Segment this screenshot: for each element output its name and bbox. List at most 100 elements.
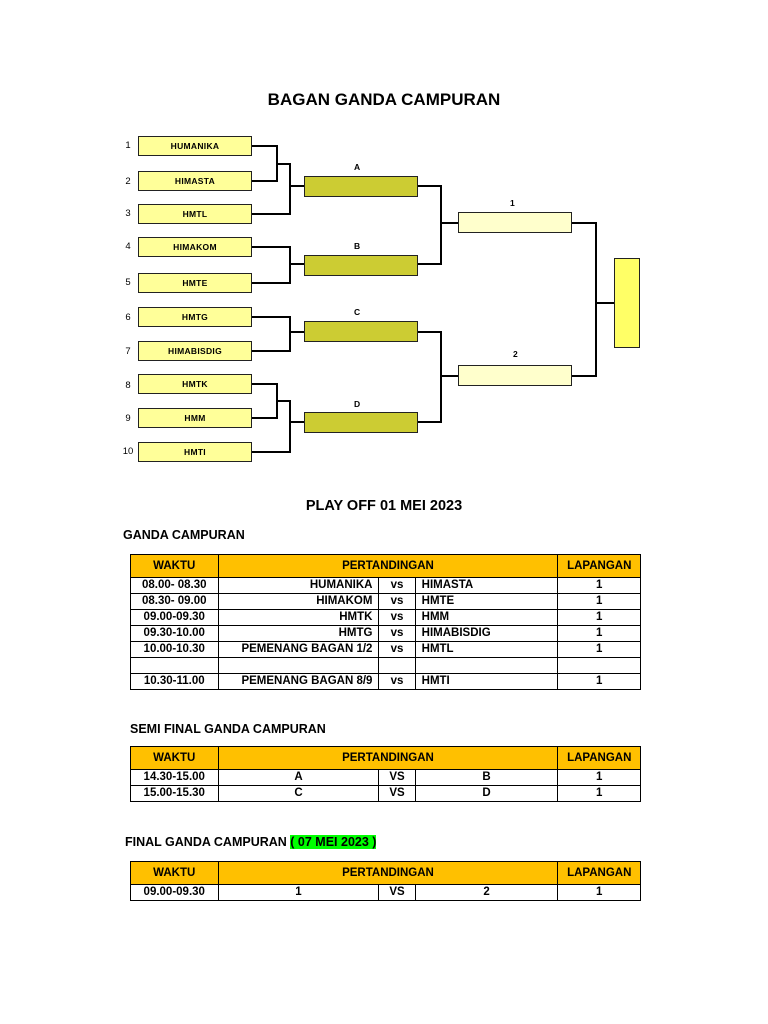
- cell-away: HMTL: [414, 641, 559, 658]
- cell-vs: vs: [378, 577, 416, 594]
- header-pertandingan: PERTANDINGAN: [217, 554, 559, 578]
- cell-waktu: 10.00-10.30: [130, 641, 219, 658]
- seed-number: 9: [125, 413, 131, 424]
- cell-waktu: 08.00- 08.30: [130, 577, 219, 594]
- cell-waktu: [130, 657, 219, 674]
- cell-home: C: [217, 785, 380, 802]
- table-row: [130, 657, 641, 674]
- round3-box-2: [458, 365, 572, 386]
- final-label: FINAL GANDA CAMPURAN: [125, 835, 287, 849]
- seed-number: 3: [125, 208, 131, 219]
- cell-home: A: [217, 769, 380, 786]
- round2-box-a: [304, 176, 418, 197]
- team-box: HMTE: [138, 273, 252, 293]
- cell-lapangan: 1: [557, 884, 641, 901]
- header-lapangan: LAPANGAN: [557, 861, 641, 885]
- team-box: HUMANIKA: [138, 136, 252, 156]
- playoff-table: WAKTU PERTANDINGAN LAPANGAN 08.00- 08.30…: [130, 554, 641, 690]
- team-box: HMTK: [138, 374, 252, 394]
- cell-home: HIMAKOM: [217, 593, 380, 610]
- table-header-row: WAKTU PERTANDINGAN LAPANGAN: [130, 861, 641, 885]
- cell-vs: vs: [378, 593, 416, 610]
- cell-away: HMTE: [414, 593, 559, 610]
- team-box: HIMAKOM: [138, 237, 252, 257]
- bracket-title: BAGAN GANDA CAMPURAN: [267, 90, 501, 109]
- seed-number: 5: [125, 277, 131, 288]
- semifinal-label: SEMI FINAL GANDA CAMPURAN: [130, 722, 326, 736]
- round2-box-c: [304, 321, 418, 342]
- cell-lapangan: 1: [557, 593, 641, 610]
- cell-away: HIMABISDIG: [414, 625, 559, 642]
- cell-away: HIMASTA: [414, 577, 559, 594]
- cell-lapangan: 1: [557, 673, 641, 690]
- cell-home: 1: [217, 884, 380, 901]
- seed-number: 4: [125, 241, 131, 252]
- team-box: HIMASTA: [138, 171, 252, 191]
- team-box: HMTG: [138, 307, 252, 327]
- cell-lapangan: 1: [557, 625, 641, 642]
- cell-away: B: [414, 769, 559, 786]
- final-date-highlight: ( 07 MEI 2023 ): [290, 835, 377, 849]
- cell-lapangan: 1: [557, 769, 641, 786]
- table-row: 15.00-15.30 C VS D 1: [130, 785, 641, 802]
- cell-vs: VS: [378, 769, 416, 786]
- table-row: 09.00-09.30 1 VS 2 1: [130, 884, 641, 901]
- playoff-title: PLAY OFF 01 MEI 2023: [305, 498, 463, 514]
- team-box: HIMABISDIG: [138, 341, 252, 361]
- cell-waktu: 09.30-10.00: [130, 625, 219, 642]
- cell-lapangan: 1: [557, 785, 641, 802]
- cell-home: HUMANIKA: [217, 577, 380, 594]
- cell-vs: vs: [378, 641, 416, 658]
- seed-number: 6: [125, 312, 131, 323]
- table-header-row: WAKTU PERTANDINGAN LAPANGAN: [130, 554, 641, 578]
- cell-waktu: 09.00-09.30: [130, 609, 219, 626]
- team-box: HMTI: [138, 442, 252, 462]
- round3-label-1: 1: [510, 198, 515, 208]
- cell-waktu: 09.00-09.30: [130, 884, 219, 901]
- seed-number: 10: [122, 446, 134, 457]
- cell-lapangan: 1: [557, 609, 641, 626]
- round2-box-d: [304, 412, 418, 433]
- cell-home: PEMENANG BAGAN 1/2: [217, 641, 380, 658]
- cell-lapangan: 1: [557, 641, 641, 658]
- round3-box-1: [458, 212, 572, 233]
- seed-number: 2: [125, 176, 131, 187]
- semifinal-table: WAKTU PERTANDINGAN LAPANGAN 14.30-15.00 …: [130, 746, 641, 802]
- table-header-row: WAKTU PERTANDINGAN LAPANGAN: [130, 746, 641, 770]
- header-waktu: WAKTU: [130, 554, 219, 578]
- seed-number: 8: [125, 380, 131, 391]
- cell-lapangan: [557, 657, 641, 674]
- cell-waktu: 08.30- 09.00: [130, 593, 219, 610]
- header-waktu: WAKTU: [130, 861, 219, 885]
- cell-vs: VS: [378, 785, 416, 802]
- cell-away: [414, 657, 559, 674]
- table-row: 10.00-10.30 PEMENANG BAGAN 1/2 vs HMTL 1: [130, 641, 641, 658]
- round2-label-d: D: [354, 399, 361, 409]
- table-row: 14.30-15.00 A VS B 1: [130, 769, 641, 786]
- table-row: 08.00- 08.30 HUMANIKA vs HIMASTA 1: [130, 577, 641, 594]
- cell-vs: vs: [378, 673, 416, 690]
- cell-away: D: [414, 785, 559, 802]
- cell-lapangan: 1: [557, 577, 641, 594]
- cell-home: PEMENANG BAGAN 8/9: [217, 673, 380, 690]
- cell-waktu: 14.30-15.00: [130, 769, 219, 786]
- cell-away: HMTI: [414, 673, 559, 690]
- table-row: 09.30-10.00 HMTG vs HIMABISDIG 1: [130, 625, 641, 642]
- header-pertandingan: PERTANDINGAN: [217, 861, 559, 885]
- final-table: WAKTU PERTANDINGAN LAPANGAN 09.00-09.30 …: [130, 861, 641, 901]
- cell-vs: vs: [378, 609, 416, 626]
- table-row: 10.30-11.00 PEMENANG BAGAN 8/9 vs HMTI 1: [130, 673, 641, 690]
- final-box: [614, 258, 640, 348]
- round3-label-2: 2: [513, 349, 518, 359]
- cell-waktu: 15.00-15.30: [130, 785, 219, 802]
- final-label-line: FINAL GANDA CAMPURAN ( 07 MEI 2023 ): [125, 835, 377, 849]
- seed-number: 7: [125, 346, 131, 357]
- cell-vs: vs: [378, 625, 416, 642]
- cell-away: 2: [414, 884, 559, 901]
- header-lapangan: LAPANGAN: [557, 746, 641, 770]
- cell-vs: VS: [378, 884, 416, 901]
- team-box: HMM: [138, 408, 252, 428]
- cell-home: HMTK: [217, 609, 380, 626]
- round2-label-c: C: [354, 307, 361, 317]
- bracket-lines: [252, 145, 614, 453]
